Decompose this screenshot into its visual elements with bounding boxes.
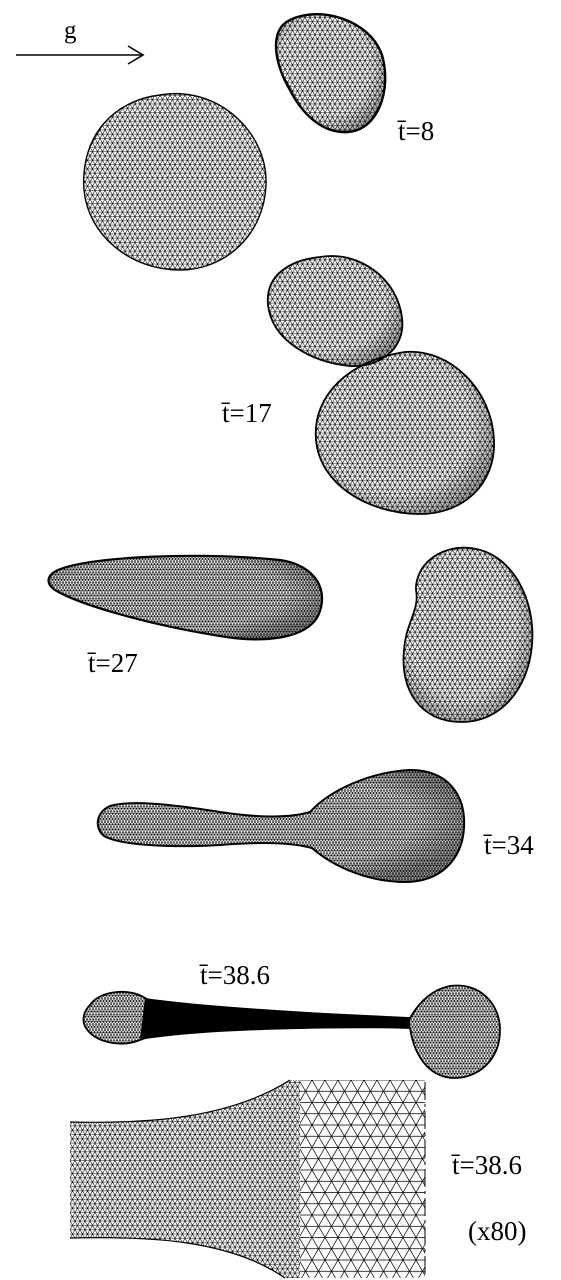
drop-large-t8 [83, 92, 267, 271]
time-label-t34: t̄=34 [483, 830, 535, 860]
frame-t8: t̄=8 [83, 13, 435, 271]
gravity-arrow [16, 45, 145, 65]
zoom-factor-label: (x80) [468, 1216, 526, 1246]
time-label-t27: t̄=27 [87, 648, 138, 678]
gravity-label: g [64, 17, 77, 44]
drop-small-t8 [274, 13, 387, 134]
time-label-t17: t̄=17 [221, 398, 272, 428]
frame-t17: t̄=17 [221, 255, 495, 515]
drop-necking-t34 [96, 768, 466, 884]
time-label-t38-6-zoom: t̄=38.6 [451, 1150, 522, 1180]
time-label-t38-6: t̄=38.6 [199, 960, 270, 990]
drop-elongated-t27 [47, 554, 324, 641]
drop-small-t17 [267, 255, 404, 367]
frame-t27: t̄=27 [47, 546, 534, 723]
drop-round-t27 [402, 546, 534, 723]
frame-t34: t̄=34 [96, 768, 535, 884]
drop-large-t17 [314, 350, 495, 515]
time-label-t8: t̄=8 [397, 116, 435, 146]
drop-pinching-t38-6 [82, 984, 501, 1079]
frame-t38-6-zoom: t̄=38.6 (x80) [69, 1079, 526, 1279]
frame-t38-6: t̄=38.6 [82, 960, 501, 1079]
zoomed-neck-mesh [69, 1079, 426, 1279]
